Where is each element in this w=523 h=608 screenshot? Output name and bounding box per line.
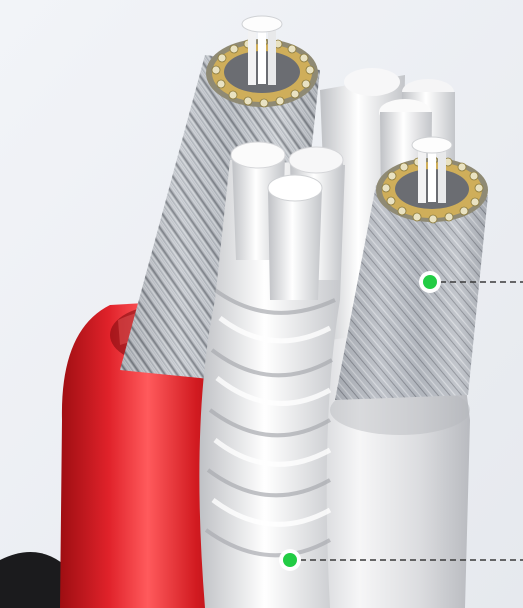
left-conductor [120, 15, 320, 380]
left-core-strands [241, 15, 283, 85]
right-conductor [335, 136, 488, 400]
front-fiber-bundle [199, 141, 345, 608]
callout-fiber-bundle [279, 549, 523, 571]
shadow [0, 552, 70, 608]
right-core-strands [411, 136, 453, 203]
callout-copper-core [419, 271, 523, 293]
